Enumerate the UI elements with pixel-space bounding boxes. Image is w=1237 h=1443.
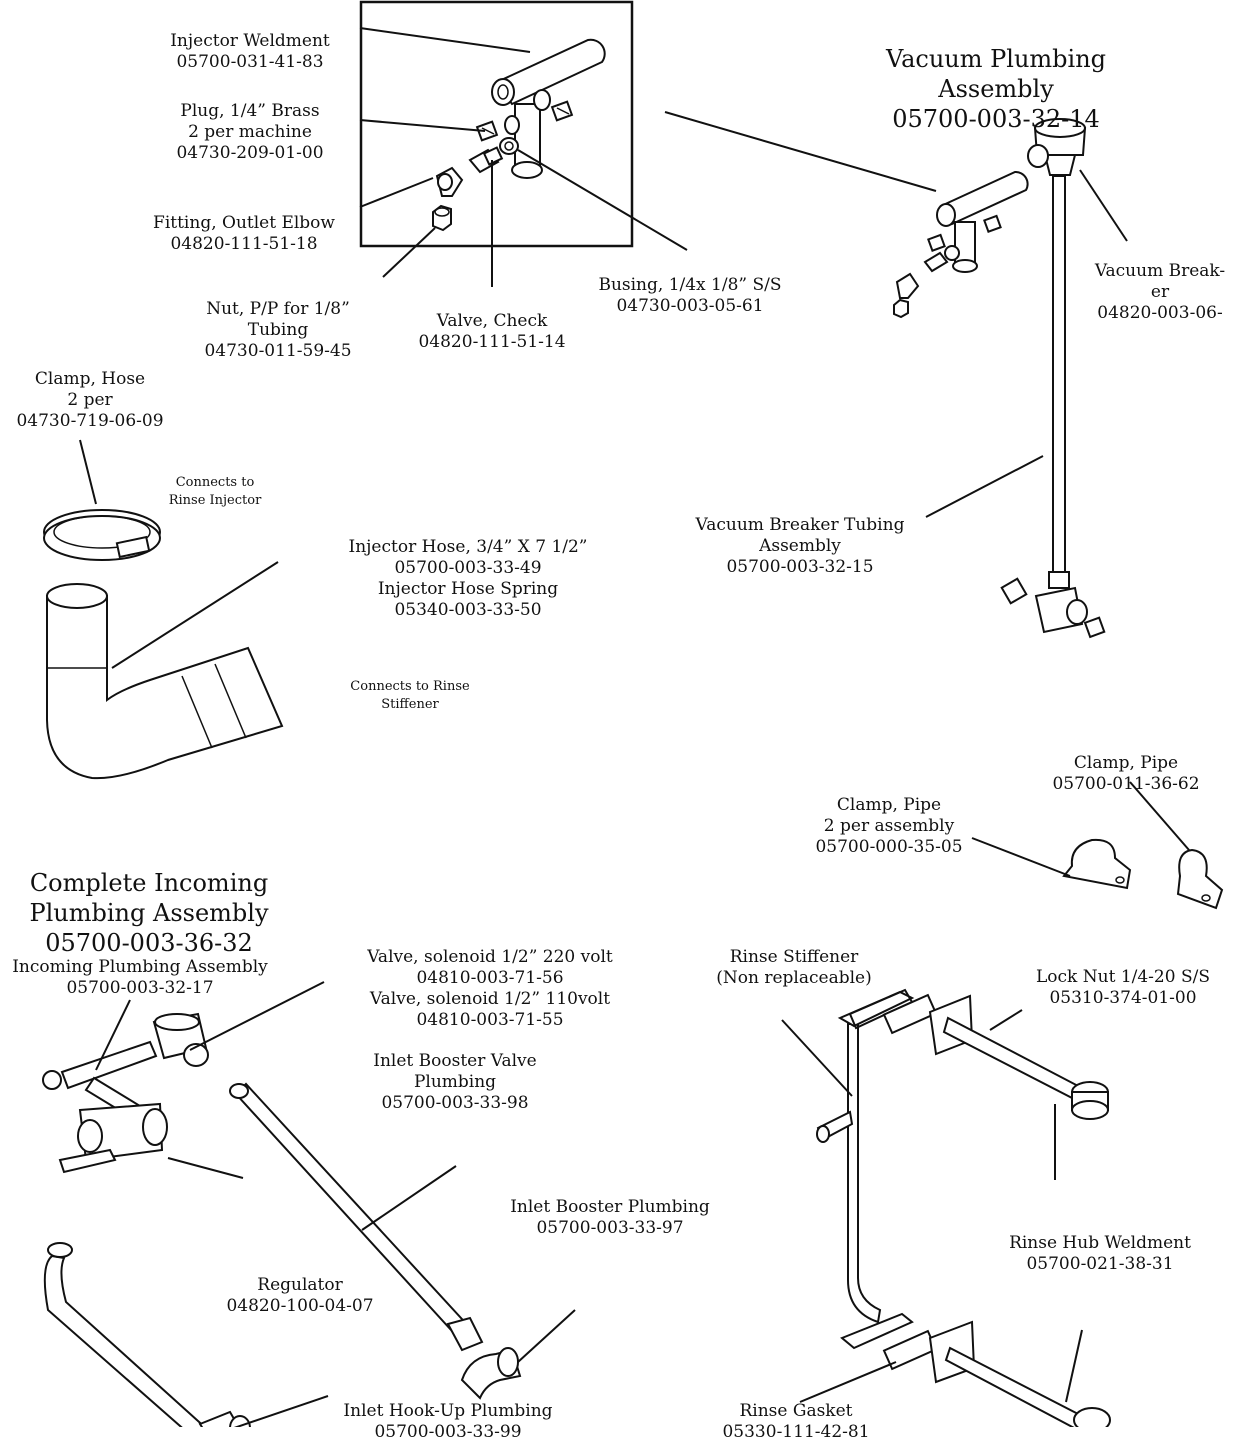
injector-hose-part [46, 583, 284, 780]
incoming-plumbing-part [42, 1012, 251, 1427]
rinse-hub-part [928, 994, 1111, 1427]
inset-box [359, 0, 634, 248]
rinse-gasket-part [882, 993, 938, 1371]
hose-clamp-part [43, 509, 161, 561]
nut-part [432, 204, 452, 232]
vacuum-plumbing-assembly-part [893, 170, 1029, 319]
pipe-clamp-part [1062, 838, 1224, 910]
rinse-stiffener-label: Rinse Stiffener(Non replaceable) [716, 947, 872, 988]
busing-part [499, 137, 519, 155]
booster-valve-plumbing-part [229, 1082, 484, 1352]
vb-tubing-part [1000, 175, 1106, 639]
booster-plumbing-part [460, 1347, 522, 1400]
vacuum-breaker-part [1027, 118, 1087, 176]
injector-hose-label: Injector Hose, 3/4” X 7 1/2”05700-003-33… [348, 537, 588, 620]
injector-weldment-part [491, 38, 606, 179]
plug-part [475, 100, 574, 142]
fitting-elbow-part [435, 166, 464, 197]
valve-check-part [468, 146, 504, 174]
rinse-stiffener-part [816, 988, 915, 1350]
